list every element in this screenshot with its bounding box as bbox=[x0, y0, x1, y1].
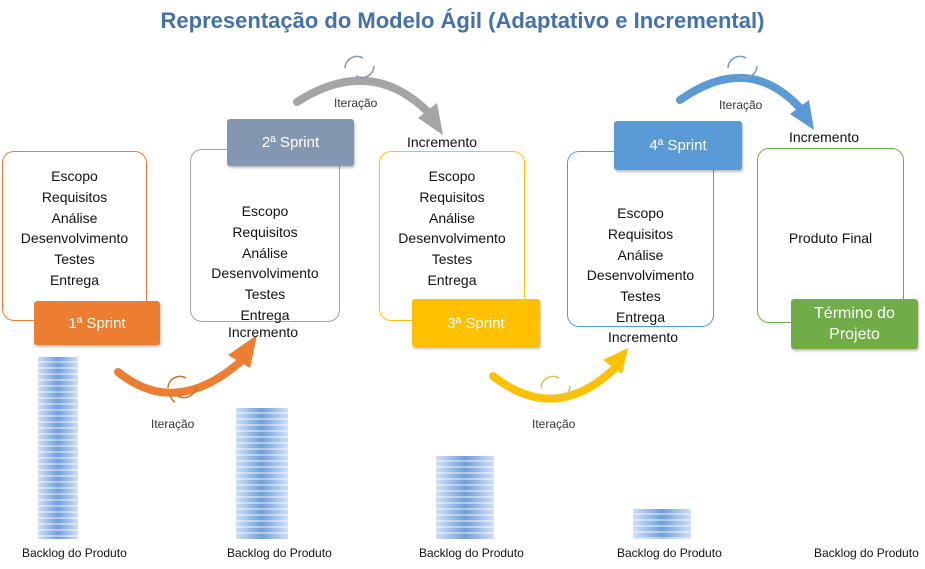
activity-item: Análise bbox=[429, 209, 475, 226]
iteration-label-3: Iteração bbox=[532, 417, 576, 431]
activity-item: Entrega bbox=[240, 306, 290, 323]
activity-item: Testes bbox=[244, 286, 286, 303]
sprint-3-label: 3ª Sprint bbox=[412, 299, 540, 347]
activity-list: Escopo Requisitos Análise Desenvolviment… bbox=[191, 201, 339, 326]
activity-item: Testes bbox=[431, 251, 473, 268]
activity-item: Escopo bbox=[51, 168, 98, 184]
backlog-label-3: Backlog do Produto bbox=[419, 546, 524, 560]
activity-item: Testes bbox=[54, 251, 95, 268]
iteration-arrow-3 bbox=[489, 348, 628, 403]
activity-item: Entrega bbox=[615, 308, 666, 325]
activity-item: Requisitos bbox=[41, 188, 108, 205]
iteration-label-2: Iteração bbox=[334, 96, 378, 110]
sprint-2-box: Escopo Requisitos Análise Desenvolviment… bbox=[190, 149, 340, 323]
activity-item: Requisitos bbox=[419, 188, 485, 205]
backlog-label-5: Backlog do Produto bbox=[814, 546, 919, 560]
iteration-label-4: Iteração bbox=[719, 98, 763, 112]
iteration-label-1: Iteração bbox=[151, 417, 195, 431]
sprint-4-label: 4ª Sprint bbox=[614, 121, 742, 170]
sprint-4-box: Escopo Requisitos Análise Desenvolviment… bbox=[567, 151, 714, 327]
activity-item: Desenvolvimento bbox=[586, 267, 695, 284]
activity-item: Entrega bbox=[427, 271, 477, 288]
activity-list: Escopo Requisitos Análise Desenvolviment… bbox=[3, 166, 146, 291]
activity-item: Requisitos bbox=[607, 225, 674, 242]
sprint-1-label: 1ª Sprint bbox=[34, 301, 160, 345]
cycle-arrows-icon bbox=[167, 55, 758, 403]
sprint-1-box: Escopo Requisitos Análise Desenvolviment… bbox=[2, 151, 147, 321]
backlog-label-4: Backlog do Produto bbox=[617, 546, 722, 560]
iteration-arrow-2 bbox=[293, 76, 443, 135]
increment-label-2: Incremento bbox=[228, 324, 299, 340]
final-product-text: Produto Final bbox=[788, 230, 873, 246]
final-product-box: Produto Final bbox=[757, 148, 904, 323]
activity-item: Escopo bbox=[428, 168, 476, 184]
activity-item: Desenvolvimento bbox=[398, 230, 506, 247]
iteration-arrow-1 bbox=[114, 335, 257, 397]
activity-list: Escopo Requisitos Análise Desenvolviment… bbox=[568, 203, 713, 328]
activity-item: Análise bbox=[617, 246, 664, 263]
activity-item: Testes bbox=[620, 288, 661, 305]
activity-item: Requisitos bbox=[232, 223, 298, 240]
activity-item: Escopo bbox=[241, 203, 289, 219]
project-end-label: Término do Projeto bbox=[791, 299, 918, 349]
backlog-stack-icon bbox=[633, 509, 691, 539]
backlog-label-1: Backlog do Produto bbox=[22, 546, 127, 560]
backlog-stack-icon bbox=[436, 456, 494, 539]
activity-item: Entrega bbox=[49, 271, 100, 288]
diagram-title: Representação do Modelo Ágil (Adaptativo… bbox=[160, 8, 765, 33]
sprint-3-box: Escopo Requisitos Análise Desenvolviment… bbox=[379, 151, 525, 321]
activity-item: Análise bbox=[51, 209, 98, 226]
increment-label-3: Incremento bbox=[407, 134, 478, 150]
backlog-label-2: Backlog do Produto bbox=[227, 546, 332, 560]
backlog-stack-icon bbox=[38, 357, 78, 539]
activity-list: Escopo Requisitos Análise Desenvolviment… bbox=[380, 166, 524, 291]
activity-item: Análise bbox=[242, 244, 288, 261]
increment-label-4: Incremento bbox=[608, 329, 679, 345]
activity-item: Desenvolvimento bbox=[20, 230, 129, 247]
activity-item: Escopo bbox=[617, 205, 664, 221]
sprint-2-label: 2ª Sprint bbox=[227, 119, 354, 166]
backlog-stack-icon bbox=[236, 408, 288, 539]
increment-label-final: Incremento bbox=[789, 129, 860, 145]
activity-item: Desenvolvimento bbox=[211, 265, 319, 282]
